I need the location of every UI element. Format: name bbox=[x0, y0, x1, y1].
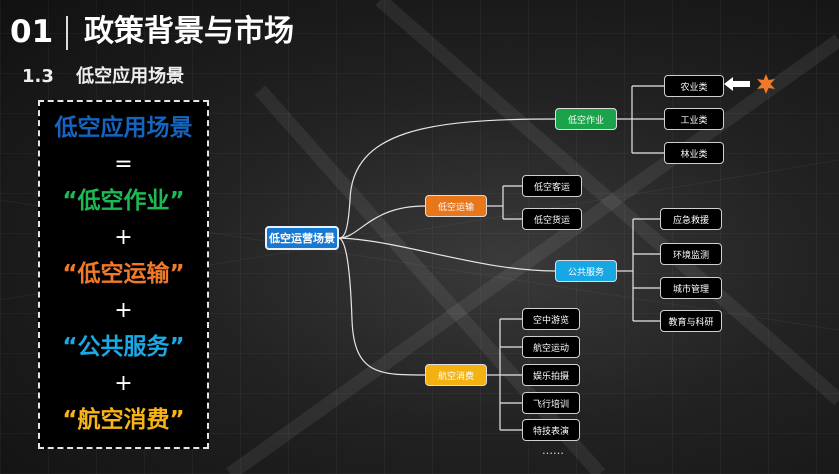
equation-total: 低空应用场景 bbox=[54, 114, 193, 141]
category-work: 低空作业 bbox=[555, 108, 617, 130]
leaf-agriculture: 农业类 bbox=[664, 75, 724, 97]
title-divider bbox=[66, 16, 68, 50]
more-ellipsis: …… bbox=[542, 444, 564, 457]
section-number: 01 bbox=[10, 14, 54, 50]
leaf-sports: 航空运动 bbox=[522, 336, 580, 358]
leaf-filming: 娱乐拍摄 bbox=[522, 364, 580, 386]
category-public: 公共服务 bbox=[555, 260, 617, 282]
mindmap-root: 低空运营场景 bbox=[265, 226, 339, 250]
subtitle-text: 低空应用场景 bbox=[76, 66, 185, 87]
leaf-training: 飞行培训 bbox=[522, 392, 580, 414]
leaf-environment: 环境监测 bbox=[660, 243, 722, 265]
plus-sign: + bbox=[114, 370, 133, 396]
subtitle: 1.3 低空应用场景 bbox=[22, 62, 184, 88]
leaf-rescue: 应急救援 bbox=[660, 208, 722, 230]
leaf-industry: 工业类 bbox=[664, 108, 724, 130]
leaf-aerobatics: 特技表演 bbox=[522, 419, 580, 441]
equation-term-transport: “低空运输” bbox=[62, 260, 185, 287]
leaf-cargo: 低空货运 bbox=[522, 208, 582, 230]
equation-term-work: “低空作业” bbox=[62, 187, 185, 214]
leaf-city: 城市管理 bbox=[660, 277, 722, 299]
page-title: 政策背景与市场 bbox=[84, 14, 294, 49]
leaf-sightseeing: 空中游览 bbox=[522, 308, 580, 330]
equation-term-public: “公共服务” bbox=[62, 333, 185, 360]
equation-term-consume: “航空消费” bbox=[62, 406, 185, 433]
arrow-left-icon bbox=[724, 77, 750, 91]
equals-sign: = bbox=[114, 151, 133, 177]
star-icon bbox=[757, 74, 775, 94]
plus-sign: + bbox=[114, 297, 133, 323]
category-transport: 低空运输 bbox=[425, 195, 487, 217]
equation-panel: 低空应用场景 = “低空作业” + “低空运输” + “公共服务” + “航空消… bbox=[38, 100, 209, 449]
subtitle-number: 1.3 bbox=[22, 66, 54, 87]
plus-sign: + bbox=[114, 224, 133, 250]
leaf-passenger: 低空客运 bbox=[522, 175, 582, 197]
leaf-forestry: 林业类 bbox=[664, 142, 724, 164]
leaf-education: 教育与科研 bbox=[660, 310, 722, 332]
category-consume: 航空消费 bbox=[425, 364, 487, 386]
